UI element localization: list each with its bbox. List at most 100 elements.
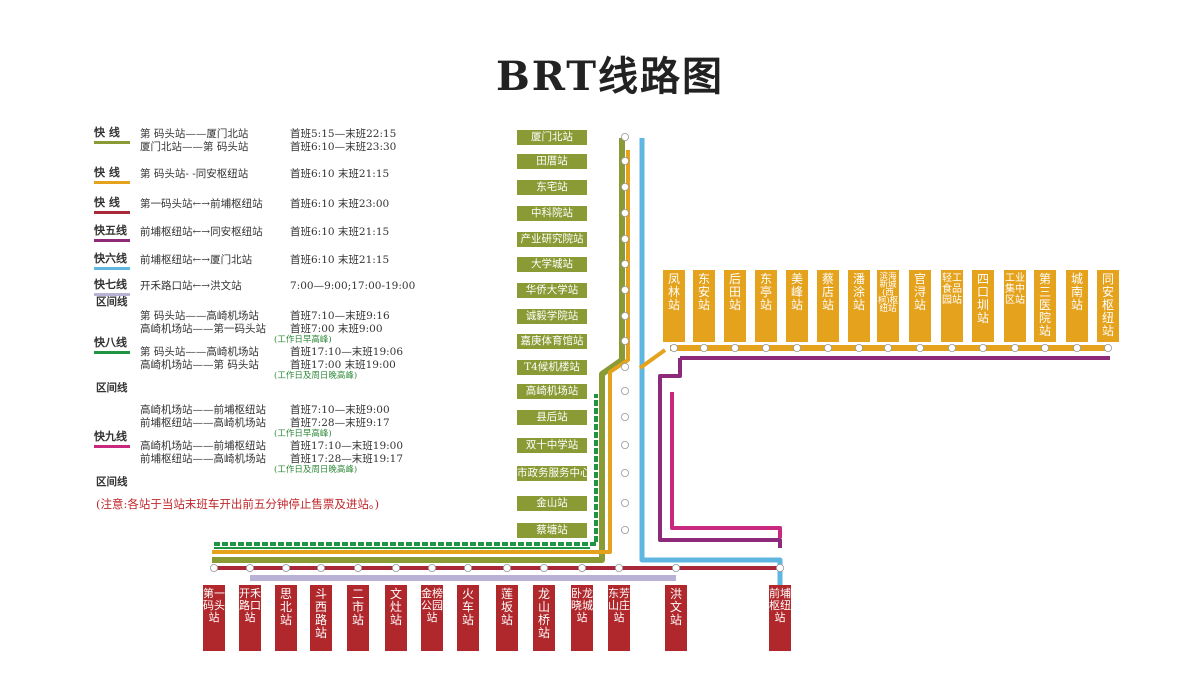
route-kuai1-connector bbox=[638, 348, 667, 370]
station-label[interactable]: 大学城站 bbox=[517, 257, 587, 272]
legend-schedule-row: 前埔枢纽站←→厦门北站首班6:10 末班21:15 bbox=[140, 254, 389, 267]
station-label[interactable]: 厦门北站 bbox=[517, 130, 587, 145]
vertical-station-dot bbox=[621, 156, 630, 165]
legend-schedule-row: 第 码头站- -同安枢纽站首班6:10 末班21:15 bbox=[140, 168, 389, 181]
legend-time: 首班7:00 末班9:00 bbox=[290, 323, 383, 335]
station-label[interactable]: 东安站 bbox=[693, 270, 715, 342]
east-station-dot bbox=[731, 343, 740, 352]
south-station-dot bbox=[209, 564, 218, 573]
route-kuai5-line bbox=[658, 356, 1110, 548]
south-station-dot bbox=[578, 564, 587, 573]
legend-line-name: 快七线区间线 bbox=[94, 278, 136, 308]
station-label[interactable]: 轻工食品园站 bbox=[941, 270, 963, 342]
south-station-dot bbox=[776, 564, 785, 573]
station-label[interactable]: T4候机楼站 bbox=[517, 360, 587, 375]
station-label[interactable]: 滨海新城(西柯)枢纽站 bbox=[877, 270, 899, 342]
station-label[interactable]: 中科院站 bbox=[517, 206, 587, 221]
station-label[interactable]: 官浔站 bbox=[909, 270, 931, 342]
station-label[interactable]: 第三医院站 bbox=[1034, 270, 1056, 342]
station-label[interactable]: 凤林站 bbox=[663, 270, 685, 342]
station-label[interactable]: 前埔枢纽站 bbox=[769, 585, 791, 651]
station-label[interactable]: 金山站 bbox=[517, 496, 587, 511]
station-label[interactable]: 双十中学站 bbox=[517, 438, 587, 453]
station-label[interactable]: 后田站 bbox=[724, 270, 746, 342]
legend-schedule-row: 高崎机场站——前埔枢纽站首班7:10—末班9:00 bbox=[140, 404, 390, 417]
legend-time: 首班7:10—末班9:16 bbox=[290, 310, 390, 322]
station-label[interactable]: 工业集中区站 bbox=[1004, 270, 1026, 342]
legend-color-swatch bbox=[94, 293, 130, 296]
station-label[interactable]: 东亭站 bbox=[755, 270, 777, 342]
legend-time: 首班5:15—末班22:15 bbox=[290, 128, 397, 140]
legend-color-swatch bbox=[94, 267, 130, 270]
station-label[interactable]: 城南站 bbox=[1066, 270, 1088, 342]
route-kuai8-line bbox=[214, 394, 598, 546]
legend-schedule-row: 高崎机场站——第一码头站首班7:00 末班9:00 bbox=[140, 323, 383, 336]
station-label[interactable]: 美峰站 bbox=[786, 270, 808, 342]
legend-color-swatch bbox=[94, 351, 130, 354]
legend-time: 首班6:10 末班21:15 bbox=[290, 226, 390, 238]
legend-color-swatch bbox=[94, 181, 130, 184]
east-station-dot bbox=[855, 343, 864, 352]
legend-route: 前埔枢纽站←→厦门北站 bbox=[140, 254, 253, 266]
legend-line-name: 快八线区间线 bbox=[94, 336, 136, 394]
south-station-dot bbox=[427, 564, 436, 573]
legend-route: 第 码头站——高崎机场站 bbox=[140, 310, 259, 322]
legend-schedule-row: 前埔枢纽站——高崎机场站 首班7:28—末班9:17 bbox=[140, 417, 390, 430]
legend-route: 第 码头站——厦门北站 bbox=[140, 128, 249, 140]
station-label[interactable]: 卧龙晓城站 bbox=[571, 585, 593, 651]
station-label[interactable]: 诚毅学院站 bbox=[517, 309, 587, 324]
east-station-dot bbox=[948, 343, 957, 352]
vertical-station-dot bbox=[621, 208, 630, 217]
station-label[interactable]: 蔡塘站 bbox=[517, 523, 587, 538]
station-label[interactable]: 蔡店站 bbox=[817, 270, 839, 342]
south-station-dot bbox=[502, 564, 511, 573]
station-label[interactable]: 洪文站 bbox=[665, 585, 687, 651]
station-label[interactable]: 潘涂站 bbox=[848, 270, 870, 342]
station-label[interactable]: 高崎机场站 bbox=[517, 384, 587, 399]
station-label[interactable]: 思北站 bbox=[275, 585, 297, 651]
station-label[interactable]: 同安枢纽站 bbox=[1097, 270, 1119, 342]
legend-route: 前埔枢纽站←→同安枢纽站 bbox=[140, 226, 263, 238]
east-station-dot bbox=[916, 343, 925, 352]
legend-time: 首班17:10—末班19:00 bbox=[290, 440, 404, 452]
south-station-dot bbox=[615, 564, 624, 573]
legend-schedule-row: 第 码头站——高崎机场站 首班7:10—末班9:16 bbox=[140, 310, 390, 323]
south-station-dot bbox=[672, 564, 681, 573]
station-label[interactable]: 东芳山庄站 bbox=[608, 585, 630, 651]
station-label[interactable]: 田厝站 bbox=[517, 154, 587, 169]
legend-line-name: 快 线 bbox=[94, 166, 136, 184]
station-label[interactable]: 开禾路口站 bbox=[239, 585, 261, 651]
station-label[interactable]: 金榜公园站 bbox=[421, 585, 443, 651]
station-label[interactable]: 二市站 bbox=[347, 585, 369, 651]
legend-schedule-row: 前埔枢纽站←→同安枢纽站 首班6:10 末班21:15 bbox=[140, 226, 389, 239]
station-label[interactable]: 县后站 bbox=[517, 410, 587, 425]
station-label[interactable]: 嘉庚体育馆站 bbox=[517, 334, 587, 349]
station-label[interactable]: 产业研究院站 bbox=[517, 232, 587, 247]
station-label[interactable]: 文灶站 bbox=[385, 585, 407, 651]
legend-schedule-row: 前埔枢纽站——高崎机场站首班17:28—末班19:17 bbox=[140, 453, 403, 466]
legend-line-subtitle: 区间线 bbox=[96, 296, 128, 308]
station-label[interactable]: 华侨大学站 bbox=[517, 283, 587, 298]
station-label[interactable]: 东宅站 bbox=[517, 180, 587, 195]
legend-line-name: 快六线 bbox=[94, 252, 136, 270]
station-label[interactable]: 莲坂站 bbox=[496, 585, 518, 651]
legend-route: 前埔枢纽站——高崎机场站 bbox=[140, 417, 266, 429]
legend-route: 厦门北站——第 码头站 bbox=[140, 141, 249, 153]
station-label[interactable]: 第一码头站 bbox=[203, 585, 225, 651]
legend-schedule-note: (工作日及周日晚高峰) bbox=[274, 371, 358, 381]
station-label[interactable]: 市政务服务中心站 bbox=[517, 466, 587, 481]
legend-time: 首班7:28—末班9:17 bbox=[290, 417, 390, 429]
south-station-dot bbox=[391, 564, 400, 573]
legend-route: 高崎机场站——第 码头站 bbox=[140, 359, 259, 371]
station-label[interactable]: 四口圳站 bbox=[972, 270, 994, 342]
station-label[interactable]: 龙山桥站 bbox=[533, 585, 555, 651]
legend-route: 第 码头站——高崎机场站 bbox=[140, 346, 259, 358]
legend-time: 首班6:10 末班23:00 bbox=[290, 198, 390, 210]
vertical-station-dot bbox=[621, 285, 630, 294]
station-label[interactable]: 火车站 bbox=[457, 585, 479, 651]
station-label[interactable]: 斗西路站 bbox=[310, 585, 332, 651]
legend-line-subtitle: 区间线 bbox=[96, 382, 128, 394]
legend-line-name: 快五线 bbox=[94, 224, 136, 242]
east-station-dot bbox=[1011, 343, 1020, 352]
